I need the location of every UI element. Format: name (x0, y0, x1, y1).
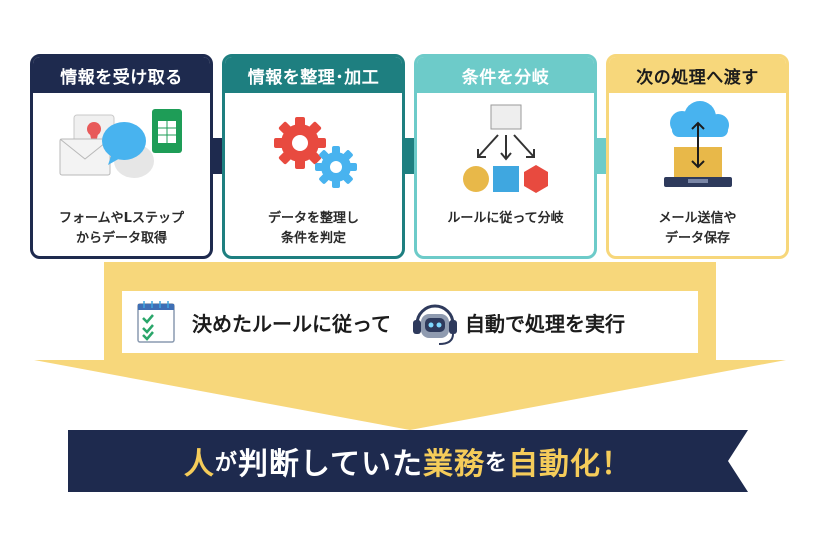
headline-text: 人 が 判断していた 業務 を 自動化！ (68, 430, 748, 492)
step-title: 情報を整理･加工 (225, 57, 402, 93)
headline-part: 業務 (423, 447, 486, 482)
rule-left-text: 決めたルールに従って (192, 311, 391, 336)
step-description: メール送信や データ保存 (658, 211, 737, 246)
step-card-receive: 情報を受け取る フォームやLステップ からデータ取得 (30, 54, 213, 259)
step-description: データを整理し 条件を判定 (267, 211, 359, 246)
cloud-laptop-icon (609, 101, 786, 201)
step-card-process: 情報を整理･加工 (222, 54, 405, 259)
branch-icon (417, 101, 594, 201)
headline-part: を (485, 451, 509, 476)
rule-right-text: 自動で処理を実行 (465, 311, 625, 336)
headline-part: が (214, 451, 238, 476)
headline-part: 人 (183, 447, 215, 482)
step-card-handoff: 次の処理へ渡す メール送信や データ保存 (606, 54, 789, 259)
step-description: フォームやLステップ からデータ取得 (59, 211, 184, 246)
rule-box: 決めたルールに従って 自動で処理を実行 (122, 291, 698, 353)
step-title: 次の処理へ渡す (609, 57, 786, 93)
headline-part: 判断していた (237, 447, 424, 482)
step-title: 条件を分岐 (417, 57, 594, 93)
step-title: 情報を受け取る (33, 57, 210, 93)
headline-part: 自動化！ (508, 447, 633, 482)
headline-banner (68, 430, 748, 492)
gears-icon (225, 101, 402, 201)
checklist-icon (132, 298, 180, 346)
mail-chat-spreadsheet-icon (33, 101, 210, 201)
robot-icon (409, 296, 461, 348)
step-card-branch: 条件を分岐 ルールに従って分岐 (414, 54, 597, 259)
step-description: ルールに従って分岐 (447, 211, 564, 226)
